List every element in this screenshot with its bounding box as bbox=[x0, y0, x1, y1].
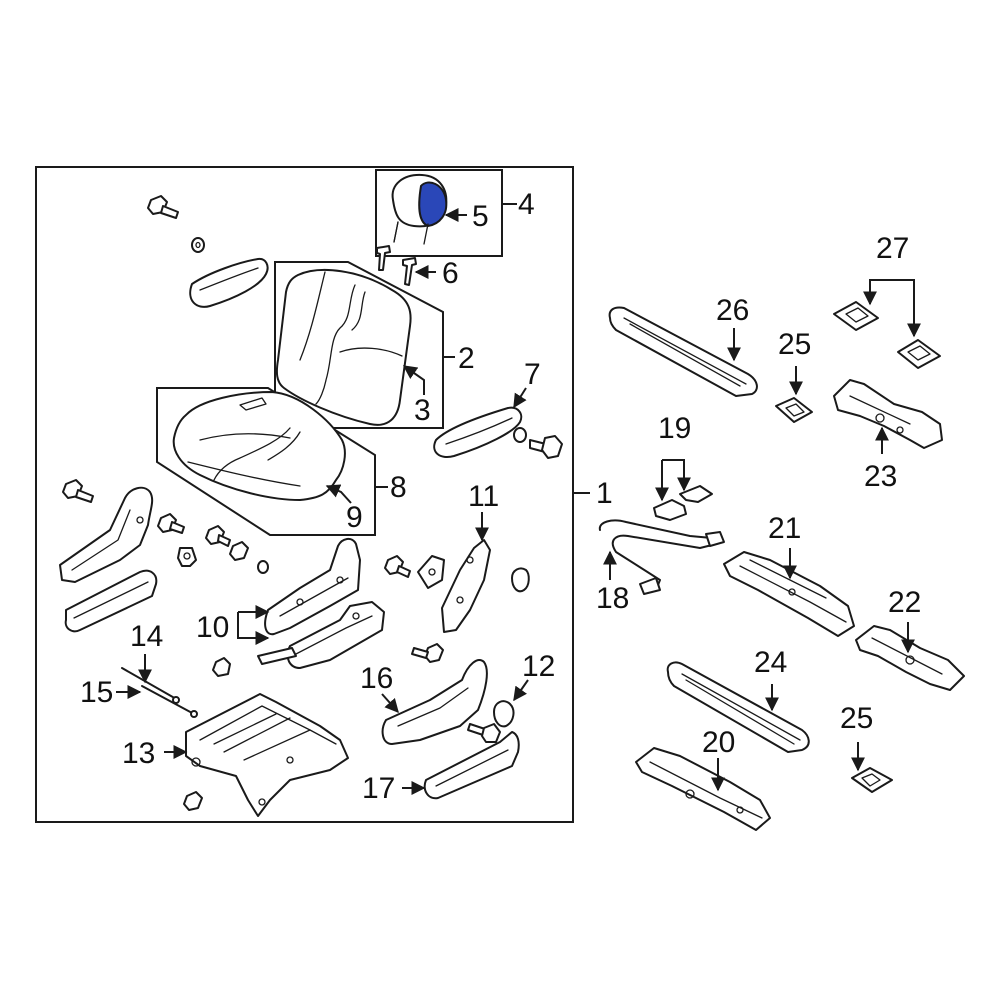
armrest-right-part[interactable] bbox=[433, 406, 523, 458]
callout-19: 19 bbox=[658, 412, 691, 445]
callout-3: 3 bbox=[414, 394, 431, 427]
callout-14: 14 bbox=[130, 620, 163, 653]
callout-13: 13 bbox=[122, 737, 155, 770]
callout-20: 20 bbox=[702, 726, 735, 759]
seat-back-part[interactable] bbox=[275, 269, 412, 426]
armrest-cover-left[interactable] bbox=[189, 257, 269, 308]
seat-assembly-frame bbox=[35, 166, 574, 823]
rail-cover-part[interactable] bbox=[608, 306, 758, 397]
recliner-lower-part[interactable] bbox=[257, 601, 385, 669]
seat-cushion-part[interactable] bbox=[172, 391, 346, 501]
clip-center[interactable] bbox=[177, 547, 197, 567]
cable-part[interactable] bbox=[598, 519, 725, 595]
side-cover-part[interactable] bbox=[381, 659, 488, 745]
cap-right[interactable] bbox=[511, 567, 530, 593]
callout-15: 15 bbox=[80, 676, 113, 709]
callout-24: 24 bbox=[754, 646, 787, 679]
knob-part[interactable] bbox=[493, 700, 515, 728]
nut-lower-left[interactable] bbox=[183, 791, 203, 811]
leader-7 bbox=[513, 387, 527, 409]
callout-25a: 25 bbox=[778, 328, 811, 361]
lower-cover-part[interactable] bbox=[423, 731, 520, 800]
cap-part-a[interactable] bbox=[775, 397, 813, 423]
callout-17: 17 bbox=[362, 772, 395, 805]
nut-center-2[interactable] bbox=[229, 541, 249, 561]
callout-6: 6 bbox=[442, 257, 459, 290]
callout-18: 18 bbox=[596, 582, 629, 615]
callout-9: 9 bbox=[346, 501, 363, 534]
rod-part[interactable] bbox=[121, 667, 198, 718]
callout-22: 22 bbox=[888, 586, 921, 619]
leader-19 bbox=[662, 459, 691, 492]
callout-21: 21 bbox=[768, 512, 801, 545]
side-cover-left-upper[interactable] bbox=[59, 486, 154, 583]
seat-cushion-box bbox=[156, 387, 376, 536]
bolt-hinge[interactable] bbox=[411, 643, 444, 663]
rail-bracket-part-23[interactable] bbox=[833, 379, 943, 449]
washer-center[interactable] bbox=[257, 560, 269, 574]
clip-part-19a[interactable] bbox=[653, 499, 687, 521]
clip-part-19b[interactable] bbox=[679, 485, 713, 503]
callout-10: 10 bbox=[196, 611, 229, 644]
side-cover-left-lower[interactable] bbox=[64, 569, 158, 633]
washer-upper-left[interactable] bbox=[191, 237, 205, 253]
callout-7: 7 bbox=[524, 358, 541, 391]
nut-small[interactable] bbox=[212, 657, 231, 677]
callout-1: 1 bbox=[596, 477, 613, 510]
washer-right[interactable] bbox=[513, 427, 527, 443]
headrest-part[interactable] bbox=[391, 173, 448, 245]
callout-27: 27 bbox=[876, 232, 909, 265]
bolt-center-left[interactable] bbox=[157, 513, 185, 534]
cap-part-27b[interactable] bbox=[897, 339, 941, 369]
callout-12: 12 bbox=[522, 650, 555, 683]
headrest-cover-highlight bbox=[418, 181, 448, 228]
recliner-upper-part[interactable] bbox=[264, 538, 361, 636]
leader-27 bbox=[869, 279, 921, 338]
bolt-upper-left[interactable] bbox=[147, 195, 179, 219]
callout-4: 4 bbox=[518, 188, 535, 221]
callout-5: 5 bbox=[472, 200, 489, 233]
rail-bracket-part-22[interactable] bbox=[855, 625, 965, 691]
hinge-part[interactable] bbox=[441, 539, 491, 633]
seat-frame-part[interactable] bbox=[185, 693, 349, 817]
headrest-box bbox=[375, 169, 503, 257]
callout-11: 11 bbox=[468, 480, 499, 513]
bolt-left-side[interactable] bbox=[62, 479, 94, 503]
leader-3 bbox=[402, 365, 425, 395]
callout-16: 16 bbox=[360, 662, 393, 695]
leader-12 bbox=[513, 679, 529, 702]
leader-16 bbox=[381, 693, 399, 714]
bracket-center[interactable] bbox=[417, 555, 445, 589]
rail-cover-part-24[interactable] bbox=[666, 661, 810, 753]
cap-part-c[interactable] bbox=[851, 767, 893, 793]
bolt-12[interactable] bbox=[467, 723, 501, 743]
callout-8: 8 bbox=[390, 471, 407, 504]
cap-part-27a[interactable] bbox=[833, 301, 879, 331]
callout-26: 26 bbox=[716, 294, 749, 327]
bolt-right[interactable] bbox=[529, 435, 563, 459]
leader-9 bbox=[325, 484, 352, 504]
leader-10 bbox=[237, 612, 270, 645]
headrest-guide-part[interactable] bbox=[376, 245, 417, 286]
callout-25b: 25 bbox=[840, 702, 873, 735]
nut-center[interactable] bbox=[205, 525, 231, 547]
bolt-center[interactable] bbox=[384, 555, 411, 578]
callout-2: 2 bbox=[458, 342, 475, 375]
rail-part-20[interactable] bbox=[635, 747, 771, 831]
callout-23: 23 bbox=[864, 460, 897, 493]
